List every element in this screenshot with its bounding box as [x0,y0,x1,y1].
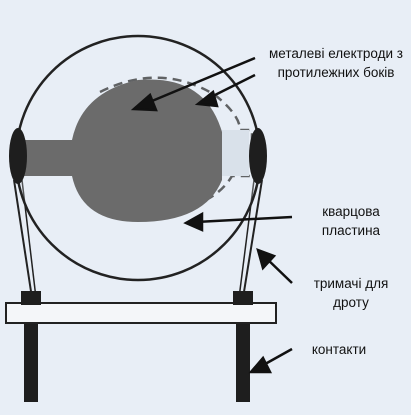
label-wire-holders: тримачі для дроту [296,274,406,312]
label-metal-electrodes-line-1: металеві електроди з [269,46,403,61]
label-contacts: контакти [294,340,384,359]
arrow-electrodes-2 [194,73,256,108]
left-clamp [9,128,27,184]
label-wire-holders-line-1: тримачі для [313,276,389,291]
label-metal-electrodes-line-2: протилежних боків [277,65,395,80]
label-wire-holders-line-2: дроту [333,295,369,310]
arrow-quartz [183,211,293,232]
left-wire-holder [13,179,33,299]
arrow-electrodes [130,56,256,112]
left-contact-pin [24,322,38,402]
label-quartz-plate: кварцова пластина [296,202,406,240]
right-wire-holder [242,179,263,299]
label-metal-electrodes: металеві електроди з протилежних боків [262,44,410,82]
label-contacts-line-1: контакти [311,342,367,357]
left-pin-cap [21,291,41,305]
label-quartz-plate-line-2: пластина [321,223,381,238]
arrow-holders [256,247,293,284]
right-contact-pin [236,322,250,402]
right-pin-cap [233,291,253,305]
front-metal-electrode [20,79,222,222]
right-clamp [249,128,267,184]
label-quartz-plate-line-1: кварцова [322,204,380,219]
base-plate [5,302,277,324]
arrow-contacts [248,347,293,374]
